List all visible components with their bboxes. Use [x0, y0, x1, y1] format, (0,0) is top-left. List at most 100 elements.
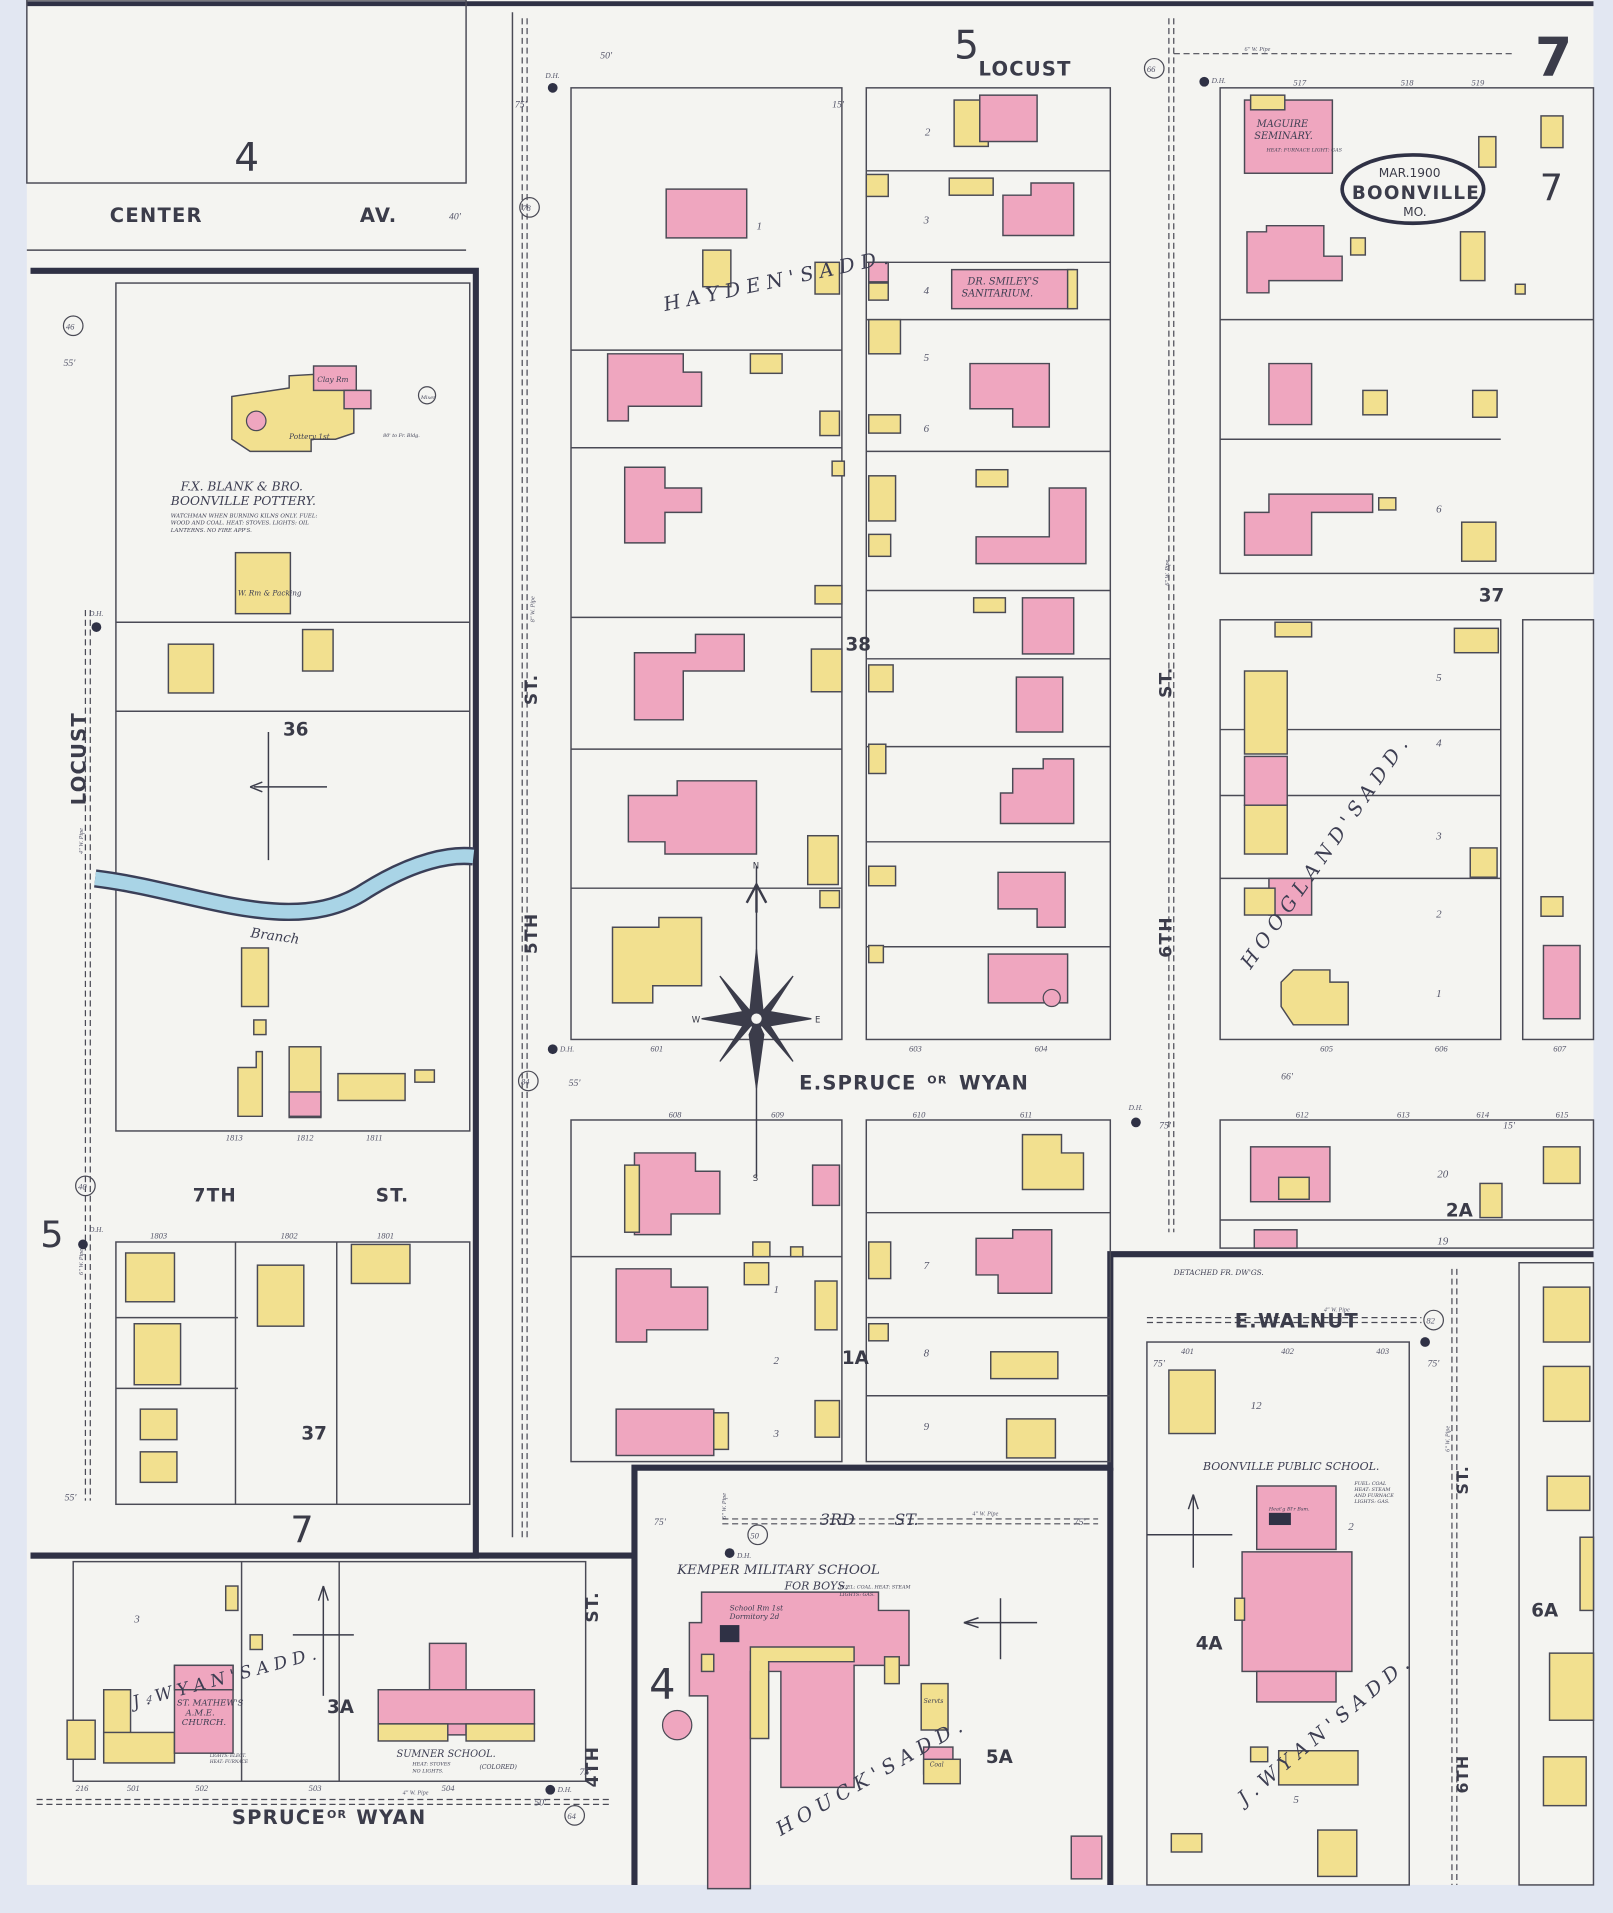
- svg-text:NO LIGHTS.: NO LIGHTS.: [411, 1769, 444, 1775]
- svg-text:OR: OR: [327, 1808, 347, 1821]
- svg-text:603: 603: [909, 1044, 922, 1054]
- svg-text:38: 38: [846, 634, 871, 655]
- label-sumner: SUMNER SCHOOL.: [397, 1749, 496, 1760]
- svg-text:(COLORED): (COLORED): [480, 1764, 518, 1771]
- svg-text:75': 75': [580, 1767, 593, 1778]
- svg-text:6: 6: [924, 423, 930, 435]
- svg-text:ST.: ST.: [376, 1186, 410, 1207]
- svg-text:A.M.E.: A.M.E.: [184, 1708, 214, 1718]
- svg-text:610: 610: [913, 1110, 927, 1120]
- svg-text:HEAT: STOVES: HEAT: STOVES: [411, 1761, 451, 1767]
- svg-text:55': 55': [65, 1493, 78, 1504]
- svg-text:1: 1: [1436, 988, 1441, 1000]
- svg-text:9: 9: [924, 1421, 930, 1433]
- scan-margin-right: [1593, 0, 1613, 1913]
- svg-text:4" W. Pipe: 4" W. Pipe: [1324, 1308, 1350, 1314]
- svg-text:37: 37: [1479, 585, 1504, 606]
- svg-text:W. Rm & Packing: W. Rm & Packing: [238, 588, 302, 597]
- label-smiley: DR. SMILEY'S: [967, 276, 1040, 287]
- svg-text:WOOD AND COAL. HEAT: STOVES. L: WOOD AND COAL. HEAT: STOVES. LIGHTS: OIL: [171, 521, 309, 527]
- svg-text:503: 503: [309, 1783, 322, 1793]
- svg-text:1813: 1813: [226, 1133, 243, 1143]
- svg-text:D.H.: D.H.: [736, 1551, 751, 1560]
- svg-text:7: 7: [924, 1260, 930, 1272]
- svg-text:LANTERNS. NO FIRE APP'S.: LANTERNS. NO FIRE APP'S.: [170, 528, 252, 534]
- svg-text:School Rm 1st: School Rm 1st: [730, 1603, 783, 1612]
- svg-text:WYAN: WYAN: [356, 1806, 426, 1829]
- svg-text:W: W: [692, 1015, 701, 1025]
- hydrant-labels: D.H. D.H. D.H. D.H. D.H. D.H. D.H. D.H.: [88, 71, 1226, 1794]
- svg-text:5A: 5A: [986, 1747, 1014, 1768]
- svg-text:Servts: Servts: [924, 1698, 944, 1705]
- street-3rd: 3RD: [820, 1510, 855, 1529]
- street-widths: 75' 50' 40' 55' 55' 66' 75' 15' 75' 75' …: [63, 51, 1515, 1809]
- svg-text:SEMINARY.: SEMINARY.: [1254, 131, 1313, 142]
- svg-text:2: 2: [1436, 908, 1442, 920]
- svg-text:AND FURNACE: AND FURNACE: [1353, 1493, 1394, 1499]
- street-7th: 7TH: [193, 1186, 237, 1207]
- svg-text:601: 601: [650, 1044, 663, 1054]
- svg-text:CHURCH.: CHURCH.: [182, 1718, 226, 1728]
- svg-text:WYAN: WYAN: [959, 1071, 1029, 1094]
- svg-text:1: 1: [756, 220, 761, 232]
- svg-text:75': 75': [1159, 1121, 1172, 1132]
- svg-text:D.H.: D.H.: [88, 1225, 103, 1234]
- svg-text:4A: 4A: [1196, 1633, 1224, 1654]
- svg-text:D.H.: D.H.: [1211, 76, 1226, 85]
- street-center-av: CENTER: [110, 204, 203, 227]
- north-arrows: [249, 732, 1233, 1696]
- street-6th: 6TH: [1156, 916, 1176, 957]
- block-37-north: [1219, 87, 1595, 575]
- svg-text:Dormitory 2d: Dormitory 2d: [729, 1612, 780, 1621]
- svg-text:402: 402: [1281, 1346, 1295, 1356]
- svg-text:BOONVILLE POTTERY.: BOONVILLE POTTERY.: [170, 494, 316, 508]
- svg-text:19: 19: [1437, 1235, 1448, 1247]
- svg-text:ST.: ST.: [583, 1591, 603, 1623]
- svg-text:75': 75': [1428, 1358, 1441, 1369]
- svg-text:6A: 6A: [1531, 1601, 1559, 1622]
- label-maguire: MAGUIRE: [1256, 119, 1308, 130]
- block-3a: [72, 1560, 587, 1782]
- svg-text:5: 5: [1436, 672, 1442, 684]
- svg-text:4" W. Pipe: 4" W. Pipe: [972, 1511, 998, 1517]
- svg-text:517: 517: [1293, 77, 1307, 87]
- svg-text:40: 40: [78, 1182, 87, 1192]
- label-kemper: KEMPER MILITARY SCHOOL: [676, 1563, 880, 1578]
- svg-text:LIGHTS: GAS.: LIGHTS: GAS.: [1353, 1499, 1390, 1505]
- adjacent-sheet-7-right: 7: [1540, 166, 1563, 209]
- street-spruce: SPRUCE: [232, 1806, 326, 1829]
- svg-text:55': 55': [569, 1078, 582, 1089]
- pipe-labels: 4" W. Pipe 6" W. Pipe 4" W. Pipe 4" W. P…: [79, 47, 1452, 1796]
- svg-text:5: 5: [1293, 1794, 1299, 1806]
- label-st-mathews: ST. MATHEW'S: [177, 1699, 244, 1709]
- svg-text:D.H.: D.H.: [557, 1785, 572, 1794]
- block-38-west: [570, 87, 843, 1041]
- svg-text:LIGHTS: GAS.: LIGHTS: GAS.: [838, 1592, 875, 1598]
- svg-text:4: 4: [1436, 738, 1442, 750]
- block-1a-west: [570, 1119, 843, 1463]
- sheet-number: 7: [1535, 26, 1574, 89]
- svg-text:78: 78: [522, 203, 531, 213]
- svg-text:1803: 1803: [150, 1230, 167, 1240]
- street-e-walnut: E.WALNUT: [1235, 1309, 1359, 1332]
- svg-text:37: 37: [301, 1424, 326, 1445]
- svg-text:D.H.: D.H.: [88, 609, 103, 618]
- svg-text:4: 4: [146, 1693, 152, 1705]
- svg-text:HEAT: FURNACE: HEAT: FURNACE: [209, 1760, 249, 1765]
- svg-text:66: 66: [1147, 64, 1156, 74]
- svg-text:501: 501: [127, 1783, 140, 1793]
- svg-text:4" W. Pipe: 4" W. Pipe: [403, 1791, 429, 1797]
- block-4-outline: [26, 0, 467, 184]
- svg-text:606: 606: [1435, 1044, 1449, 1054]
- svg-text:6" W. Pipe: 6" W. Pipe: [1245, 47, 1271, 53]
- compass-rose: N W E S: [692, 862, 821, 1184]
- street-locust-top: LOCUST: [979, 58, 1072, 81]
- svg-text:E: E: [815, 1015, 820, 1025]
- svg-text:WATCHMAN WHEN BURNING KILNS ON: WATCHMAN WHEN BURNING KILNS ONLY. FUEL:: [171, 513, 318, 519]
- title-cartouche: MAR.1900 BOONVILLE MO.: [1340, 153, 1486, 226]
- block-38-east: [865, 87, 1112, 1041]
- svg-text:15': 15': [1503, 1121, 1516, 1132]
- svg-text:LIGHTS: ELECT.: LIGHTS: ELECT.: [209, 1754, 247, 1759]
- svg-text:615: 615: [1556, 1110, 1570, 1120]
